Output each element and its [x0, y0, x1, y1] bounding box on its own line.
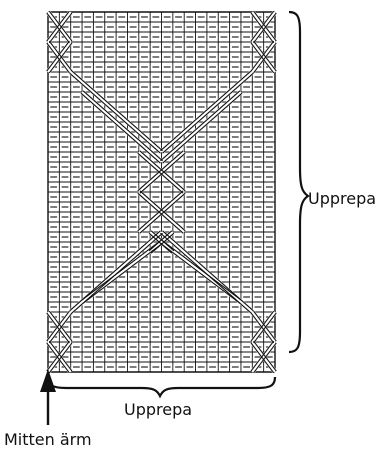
bottom-repeat-brace	[46, 376, 277, 399]
cable-crossing-line	[71, 70, 163, 152]
right-repeat-brace	[288, 10, 310, 354]
cable-crossing-line	[80, 240, 161, 302]
cable-crossing-line	[250, 12, 275, 44]
cable-crossing-line	[162, 92, 243, 164]
arrow-head-icon	[40, 369, 56, 392]
cable-crossing-line	[82, 242, 163, 304]
repeat-rows-label: Upprepa	[308, 189, 377, 208]
cable-crossing-line	[46, 42, 70, 74]
cable-crossing-line	[69, 72, 161, 154]
cable-clear-band	[250, 310, 277, 344]
cable-crossing-line	[162, 240, 243, 302]
cable-crossing-line	[48, 12, 73, 44]
cable-crossing-line	[253, 312, 277, 344]
cable-crossing-line	[48, 42, 73, 74]
cable-crossing-line	[48, 40, 73, 72]
cable-crossing-line	[137, 152, 184, 194]
cable-crossing-line	[46, 310, 70, 342]
cable-clear-band	[137, 150, 186, 194]
repeat-stitches-label: Upprepa	[124, 400, 193, 419]
cable-crossing-line	[250, 310, 275, 342]
cable-crossing-line	[46, 40, 70, 72]
chart-grid	[47, 11, 276, 373]
cable-clear-band	[46, 40, 73, 74]
cable-crossing-line	[148, 232, 173, 254]
cable-clear-band	[46, 340, 73, 374]
cable-crossing-line	[46, 342, 70, 374]
cable-clear-band	[250, 40, 277, 74]
cable-crossing-line	[253, 40, 277, 72]
cable-crossing-line	[250, 10, 275, 42]
cable-clear-band	[159, 90, 243, 164]
cable-crossing-line	[139, 192, 186, 234]
cable-crossing-line	[250, 340, 275, 372]
cable-crossing-line	[160, 70, 252, 152]
cable-crossing-line	[250, 312, 275, 344]
cable-crossing-line	[250, 40, 275, 72]
cable-crossing-line	[48, 342, 73, 374]
cable-crossing-line	[253, 42, 277, 74]
cable-crossing-line	[46, 12, 70, 44]
cable-crossing-line	[253, 342, 277, 374]
cable-crossing-line	[253, 310, 277, 342]
cable-crossing-line	[253, 12, 277, 44]
cable-crossing-line	[137, 190, 184, 232]
cable-crossing-line	[162, 72, 254, 154]
cable-crossing-line	[48, 10, 73, 42]
cable-crossing-line	[160, 90, 241, 162]
sleeve-center-label: Mitten ärm	[4, 430, 92, 449]
cable-crossing-line	[139, 152, 186, 194]
cable-clear-band	[137, 190, 186, 234]
cable-clear-band	[46, 310, 73, 344]
cable-crossing-line	[48, 340, 73, 372]
cable-clear-band	[80, 90, 164, 164]
cable-crossing-line	[139, 190, 186, 232]
cable-crossing-line	[82, 90, 163, 162]
cable-crossing-line	[46, 10, 70, 42]
cable-crossing-line	[139, 150, 186, 192]
cable-crossing-line	[48, 312, 73, 344]
cable-crossing-line	[137, 192, 184, 234]
cable-crossing-line	[253, 340, 277, 372]
cable-crossing-line	[46, 312, 70, 344]
cable-crossing-line	[137, 150, 184, 192]
cable-crossing-line	[253, 10, 277, 42]
cable-clear-band	[46, 10, 73, 44]
cable-crossing-line	[160, 242, 241, 304]
cable-crossing-line	[46, 340, 70, 372]
cable-crossing-line	[250, 342, 275, 374]
cable-crossing-line	[80, 92, 161, 164]
cable-clear-band	[250, 340, 277, 374]
cable-crossing-line	[150, 232, 175, 254]
cable-crossing-line	[48, 310, 73, 342]
cable-clear-band	[250, 10, 277, 44]
cable-crossings	[46, 10, 277, 374]
cable-clear-band	[159, 70, 254, 154]
cable-clear-band	[69, 70, 164, 154]
cable-crossing-line	[250, 42, 275, 74]
